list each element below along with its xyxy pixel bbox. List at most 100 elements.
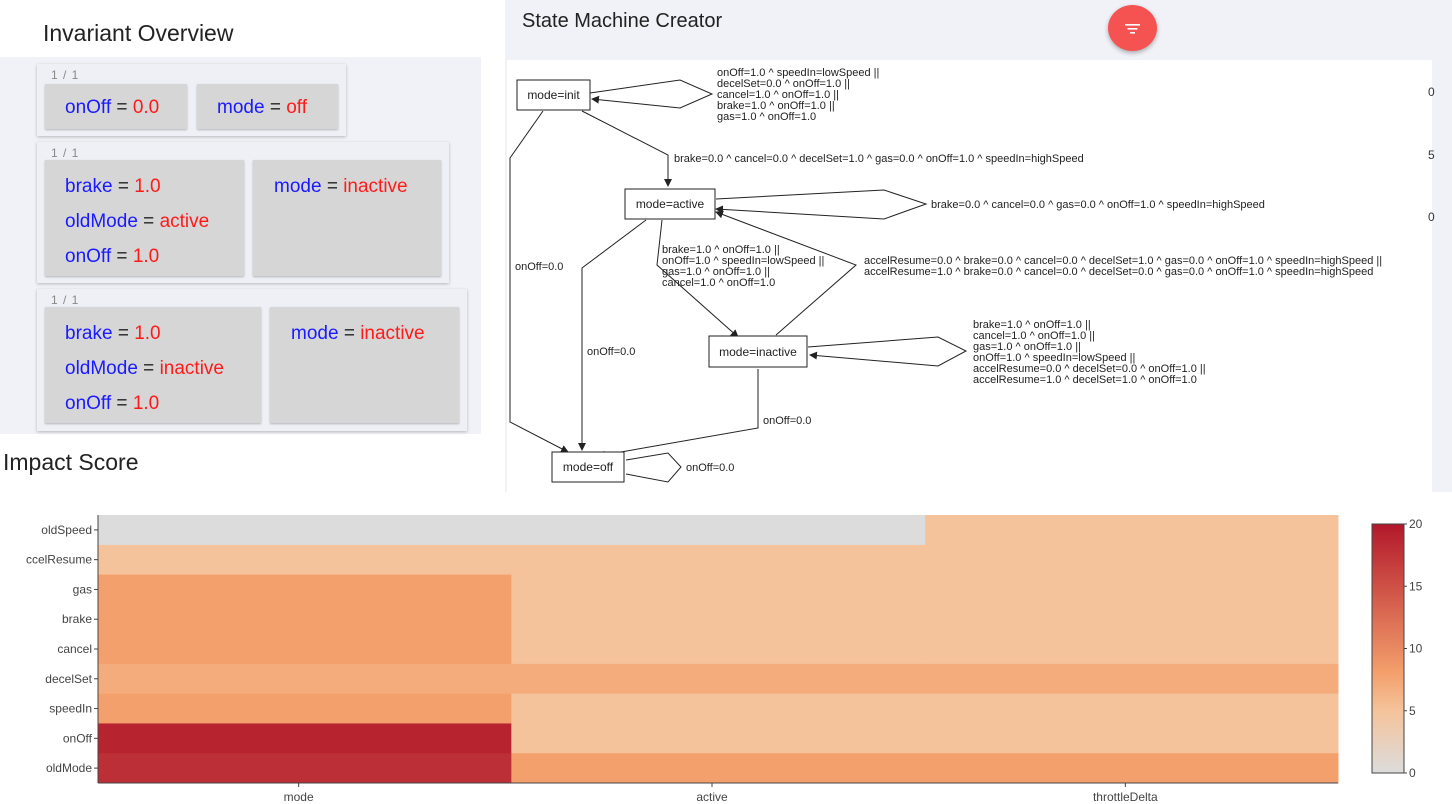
svg-text:accelResume=0.0 ^ decelSet=0.0: accelResume=0.0 ^ decelSet=0.0 ^ onOff=1… (973, 363, 1206, 375)
invariant-chip[interactable]: mode = inactive (253, 160, 441, 276)
clipped-label: 0 (1428, 210, 1435, 224)
state-node-active (624, 188, 716, 220)
invariant-entry: onOff = 1.0 (65, 393, 160, 414)
edge-init-self (589, 79, 714, 109)
svg-text:gas=1.0 ^ onOff=1.0: gas=1.0 ^ onOff=1.0 (717, 111, 816, 123)
invariant-entry: oldMode = inactive (65, 358, 224, 379)
heatmap-cell[interactable] (98, 723, 512, 754)
svg-text:gas=1.0 ^ onOff=1.0 ||: gas=1.0 ^ onOff=1.0 || (662, 266, 770, 278)
heatmap-cell[interactable] (924, 604, 1339, 635)
colorbar-tick-label: 15 (1409, 579, 1423, 593)
edge-label-init-self: onOff=1.0 ^ speedIn=lowSpeed || decelSet… (717, 67, 879, 123)
heatmap-cell[interactable] (98, 604, 512, 635)
svg-text:brake=1.0 ^ onOff=1.0 ||: brake=1.0 ^ onOff=1.0 || (973, 319, 1091, 331)
heatmap-cell[interactable] (511, 693, 926, 724)
invariant-chip[interactable]: brake = 1.0 oldMode = inactive onOff = 1… (45, 307, 261, 423)
x-tick-label: active (696, 790, 728, 804)
edge-inactive-self (807, 336, 968, 367)
heatmap-cell[interactable] (511, 604, 926, 635)
heatmap-cell[interactable] (924, 663, 1339, 695)
invariant-entry: mode = inactive (274, 176, 408, 197)
x-tick-label: throttleDelta (1093, 790, 1158, 804)
heatmap-cell[interactable] (924, 515, 1339, 546)
svg-text:cancel=1.0 ^ onOff=1.0: cancel=1.0 ^ onOff=1.0 (662, 277, 775, 289)
colorbar-tick-label: 0 (1409, 766, 1416, 780)
svg-text:accelResume=1.0 ^ brake=0.0 ^: accelResume=1.0 ^ brake=0.0 ^ cancel=0.0… (864, 266, 1373, 278)
heatmap-cell[interactable] (98, 634, 512, 665)
svg-text:decelSet=0.0 ^ onOff=1.0 ||: decelSet=0.0 ^ onOff=1.0 || (717, 78, 850, 90)
invariant-entry: onOff = 1.0 (65, 246, 160, 267)
svg-text:accelResume=1.0 ^ decelSet=1.0: accelResume=1.0 ^ decelSet=1.0 ^ onOff=1… (973, 374, 1197, 386)
invariant-card: 1 / 1 brake = 1.0 oldMode = active onOff… (37, 142, 449, 283)
svg-text:onOff=1.0 ^ speedIn=lowSpeed |: onOff=1.0 ^ speedIn=lowSpeed || (717, 67, 879, 79)
impact-score-title: Impact Score (3, 449, 139, 475)
heatmap-axes: oldSpeedccelResumegasbrakecanceldecelSet… (26, 515, 1338, 804)
edge-label-init-active: brake=0.0 ^ cancel=0.0 ^ decelSet=1.0 ^ … (674, 153, 1084, 165)
heatmap-cell[interactable] (98, 574, 512, 605)
invariant-entry: oldMode = active (65, 211, 210, 232)
y-tick-label: decelSet (45, 672, 92, 686)
clipped-label: 0 (1428, 85, 1435, 99)
heatmap-cell[interactable] (98, 663, 512, 695)
invariant-chip[interactable]: onOff = 0.0 (45, 84, 187, 129)
invariant-chip[interactable]: mode = inactive (270, 307, 459, 423)
y-tick-label: onOff (63, 731, 93, 745)
state-node-off (551, 451, 625, 483)
edge-init-active (581, 110, 672, 187)
y-tick-label: oldMode (46, 761, 92, 775)
svg-text:cancel=1.0 ^ onOff=1.0 ||: cancel=1.0 ^ onOff=1.0 || (717, 89, 839, 101)
invariant-entry: onOff = 0.0 (65, 97, 160, 118)
y-tick-label: ccelResume (26, 553, 92, 567)
heatmap-cell[interactable] (924, 693, 1339, 724)
impact-heatmap[interactable]: oldSpeedccelResumegasbrakecanceldecelSet… (0, 493, 1452, 804)
heatmap-cell[interactable] (511, 574, 926, 605)
state-node-off-label: mode=off (563, 460, 614, 474)
svg-text:cancel=1.0 ^ onOff=1.0 ||: cancel=1.0 ^ onOff=1.0 || (973, 330, 1095, 342)
edge-inactive-off (597, 369, 759, 459)
edge-active-inactive (656, 219, 739, 338)
invariant-chip[interactable]: mode = off (197, 84, 338, 129)
heatmap-cell[interactable] (511, 753, 926, 784)
colorbar-gradient (1371, 523, 1405, 774)
y-tick-label: oldSpeed (41, 523, 92, 537)
edge-label-off-self: onOff=0.0 (686, 462, 734, 474)
heatmap-cell[interactable] (511, 663, 926, 695)
svg-text:gas=1.0 ^ onOff=1.0 ||: gas=1.0 ^ onOff=1.0 || (973, 341, 1081, 353)
heatmap-cell[interactable] (98, 753, 512, 784)
edge-label-active-self: brake=0.0 ^ cancel=0.0 ^ gas=0.0 ^ onOff… (931, 199, 1265, 211)
heatmap-cell[interactable] (511, 723, 926, 754)
heatmap-cell[interactable] (98, 693, 512, 724)
heatmap-cell[interactable] (924, 574, 1339, 605)
state-node-inactive-label: mode=inactive (719, 345, 797, 359)
heatmap-cell[interactable] (924, 544, 1339, 576)
y-tick-label: brake (62, 612, 92, 626)
filter-list-icon (1125, 24, 1140, 34)
svg-text:brake=1.0 ^ onOff=1.0 ||: brake=1.0 ^ onOff=1.0 || (717, 100, 835, 112)
heatmap-cell[interactable] (924, 634, 1339, 665)
invariant-chip[interactable]: brake = 1.0 oldMode = active onOff = 1.0 (45, 160, 244, 276)
heatmap-cell[interactable] (924, 753, 1339, 784)
colorbar-tick-label: 5 (1409, 704, 1416, 718)
state-graph-canvas[interactable] (507, 60, 1432, 492)
state-node-init (516, 79, 591, 111)
invariant-overview-title: Invariant Overview (43, 20, 234, 46)
invariant-entry: brake = 1.0 (65, 323, 161, 344)
pager-label: 1 / 1 (51, 146, 80, 160)
heatmap-cell[interactable] (924, 723, 1339, 754)
y-tick-label: speedIn (49, 702, 92, 716)
edge-inactive-active (715, 210, 857, 336)
heatmap-cells (98, 515, 1339, 784)
edge-init-off (509, 110, 569, 453)
heatmap-cell[interactable] (98, 544, 512, 576)
state-machine-title: State Machine Creator (522, 10, 723, 32)
state-node-init-label: mode=init (527, 88, 580, 102)
edge-label-inactive-self: brake=1.0 ^ onOff=1.0 || cancel=1.0 ^ on… (973, 319, 1206, 386)
y-tick-label: cancel (57, 642, 92, 656)
heatmap-missing-cell (98, 515, 926, 545)
heatmap-cell[interactable] (511, 544, 926, 576)
state-machine-graph: mode=init mode=active mode=inactive mode… (509, 67, 1382, 483)
heatmap-cell[interactable] (511, 634, 926, 665)
clipped-label: 5 (1428, 148, 1435, 162)
filter-button[interactable] (1108, 5, 1157, 51)
